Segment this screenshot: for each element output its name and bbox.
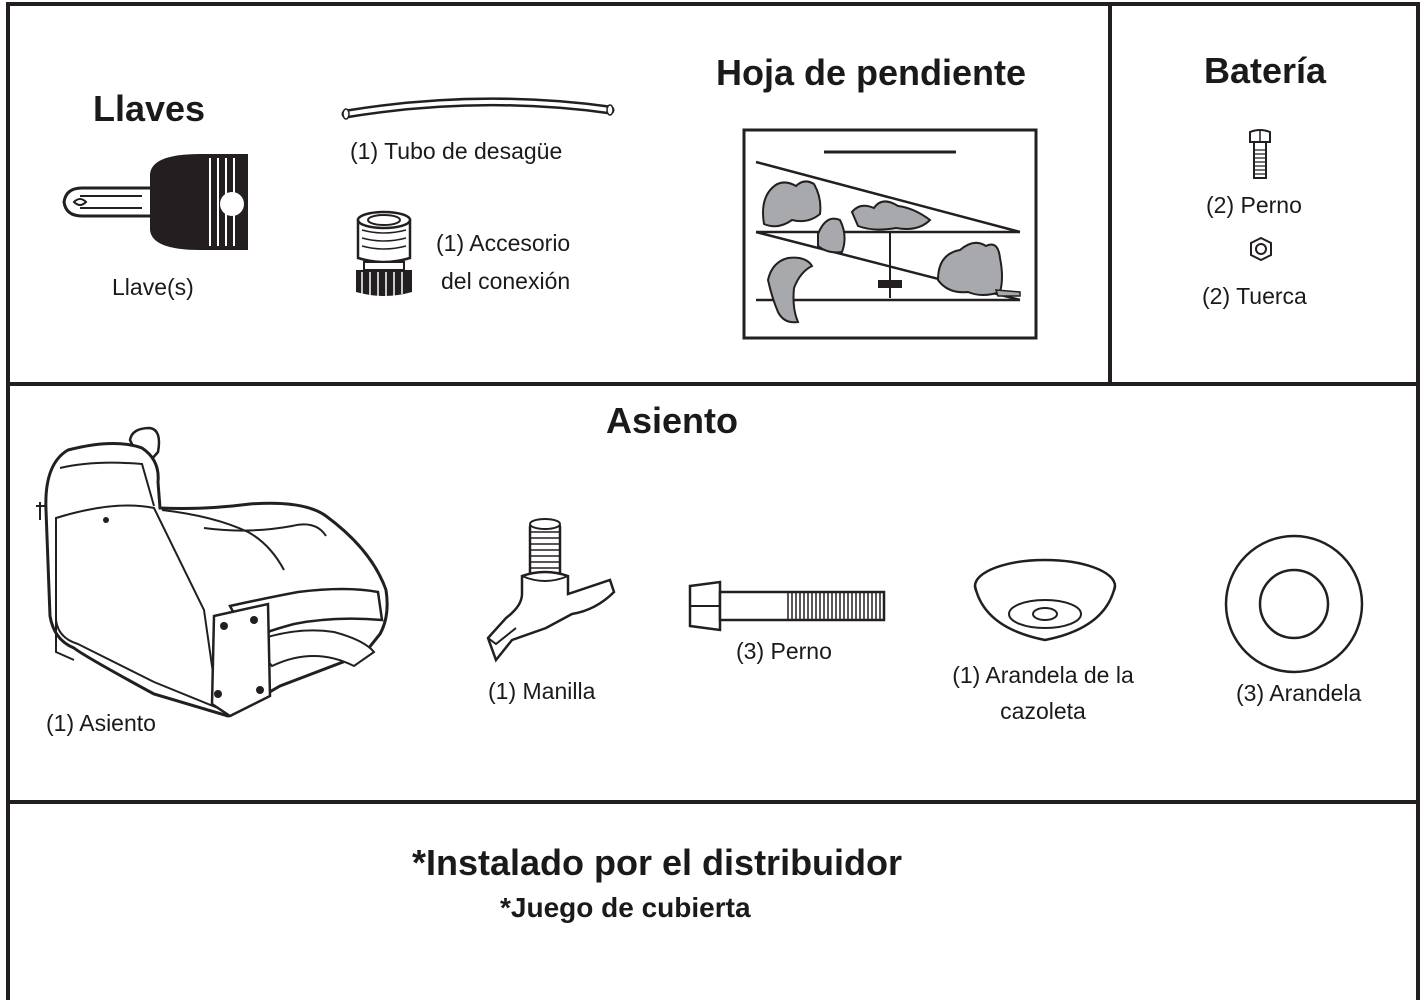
battery-bolt-label: (2) Perno (1206, 192, 1302, 218)
deck-kit-note: *Juego de cubierta (500, 892, 751, 923)
seat-bolt-label: (3) Perno (736, 638, 832, 664)
knob-icon (486, 518, 616, 663)
drain-tube-label: (1) Tubo de desagüe (350, 138, 563, 164)
dealer-installed-note: *Instalado por el distribuidor (412, 842, 903, 883)
seat-section-title: Asiento (606, 400, 739, 441)
knob-label: (1) Manilla (488, 678, 596, 704)
slope-sheet-illustration (742, 128, 1038, 340)
washer-icon (1224, 534, 1364, 674)
fitting-label-line2: del conexión (441, 268, 571, 294)
battery-title: Batería (1204, 50, 1327, 91)
cup-washer-label-line2: cazoleta (1000, 698, 1086, 724)
key-icon (62, 154, 248, 250)
fitting-icon (356, 210, 412, 297)
seat-label: (1) Asiento (46, 710, 156, 736)
footer-panel (6, 800, 1420, 1000)
cup-washer-label-line1: (1) Arandela de la (952, 662, 1134, 688)
cup-washer-icon (973, 558, 1117, 642)
seat-icon (36, 426, 389, 718)
slope-sheet-title: Hoja de pendiente (716, 52, 1027, 93)
battery-nut-label: (2) Tuerca (1202, 283, 1307, 309)
key-label: Llave(s) (112, 274, 194, 300)
drain-tube-icon (341, 97, 615, 120)
llaves-title: Llaves (93, 88, 206, 129)
battery-bolt-icon (1249, 129, 1271, 179)
washer-label: (3) Arandela (1236, 680, 1362, 706)
seat-bolt-icon (688, 580, 886, 632)
battery-nut-icon (1250, 236, 1272, 262)
fitting-label-line1: (1) Accesorio (436, 230, 571, 256)
